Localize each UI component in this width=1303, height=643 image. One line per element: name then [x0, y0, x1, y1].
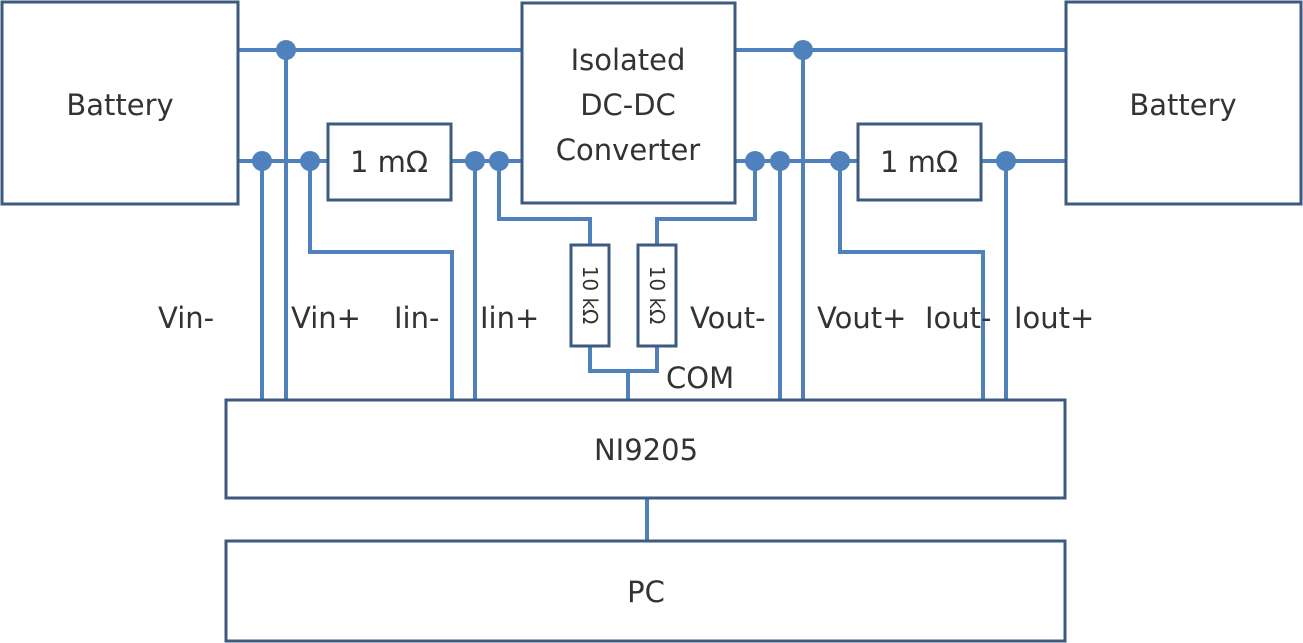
signal-labels: Vin- Vin+ Iin- Iin+ Vout- Vout+ Iout- Io…: [158, 301, 1094, 395]
shunt-right: 1 mΩ: [856, 122, 983, 202]
label-vin-minus: Vin-: [158, 301, 214, 335]
shunt-left: 1 mΩ: [326, 122, 453, 202]
label-vout-minus: Vout-: [690, 301, 766, 335]
junction-dots: [252, 40, 1016, 171]
shunt-left-label: 1 mΩ: [350, 145, 428, 179]
converter-label-line3: Converter: [556, 133, 701, 167]
resistor-left: 10 kΩ: [569, 243, 611, 348]
converter-label-line2: DC-DC: [580, 88, 676, 122]
battery-left: Battery: [0, 0, 240, 206]
label-com: COM: [666, 361, 734, 395]
junction-dot: [300, 151, 320, 171]
label-iin-plus: Iin+: [480, 301, 539, 335]
pc-label: PC: [627, 575, 665, 609]
converter: Isolated DC-DC Converter: [520, 1, 737, 205]
resistor-left-label: 10 kΩ: [578, 266, 602, 325]
junction-dot: [996, 151, 1016, 171]
junction-dot: [465, 151, 485, 171]
wire-iin-minus: [308, 161, 454, 400]
label-iin-minus: Iin-: [394, 301, 439, 335]
junction-dot: [830, 151, 850, 171]
wires: [238, 48, 1066, 541]
battery-left-label: Battery: [66, 88, 173, 122]
wire-iout-minus: [838, 161, 985, 400]
junction-dot: [745, 151, 765, 171]
battery-right: Battery: [1064, 0, 1303, 206]
shunt-right-label: 1 mΩ: [880, 145, 958, 179]
wire-res-left-feed: [497, 161, 592, 245]
label-vout-plus: Vout+: [817, 301, 906, 335]
wire-res-right-feed: [655, 161, 757, 245]
resistor-right-label: 10 kΩ: [645, 266, 669, 325]
junction-dot: [252, 151, 272, 171]
junction-dot: [793, 40, 813, 60]
daq-label: NI9205: [594, 433, 698, 467]
junction-dot: [489, 151, 509, 171]
junction-dot: [770, 151, 790, 171]
converter-label-line1: Isolated: [571, 43, 686, 77]
daq-block: NI9205: [224, 398, 1067, 500]
battery-right-label: Battery: [1129, 88, 1236, 122]
label-iout-plus: Iout+: [1014, 301, 1094, 335]
wire-com: [588, 346, 659, 373]
pc-block: PC: [224, 539, 1067, 643]
label-iout-minus: Iout-: [925, 301, 992, 335]
resistor-right: 10 kΩ: [636, 243, 678, 348]
junction-dot: [276, 40, 296, 60]
label-vin-plus: Vin+: [291, 301, 361, 335]
